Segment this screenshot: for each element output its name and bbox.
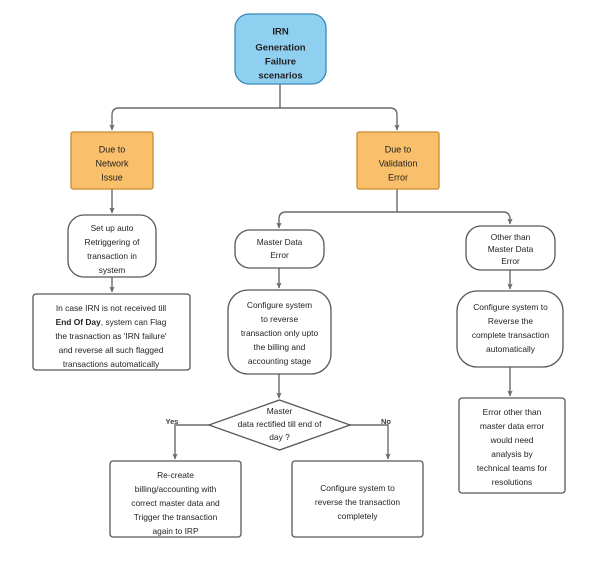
configure-upto-billing-line-5: accounting stage bbox=[248, 356, 312, 366]
node-other-than-master-data-error[interactable]: Other than Master Data Error bbox=[465, 225, 556, 271]
decision-shape bbox=[207, 399, 352, 451]
configure-upto-billing-shape bbox=[227, 289, 332, 375]
edge-split-to-other-than-master-data-error bbox=[397, 211, 513, 225]
decision-line-1: Master bbox=[267, 406, 293, 416]
edge-split-to-validation-error bbox=[280, 107, 400, 131]
master-data-error-shape bbox=[234, 229, 325, 269]
branch-label-no: No bbox=[381, 417, 391, 426]
decision-line-3: day ? bbox=[269, 432, 290, 442]
validation-error-line-1: Due to bbox=[385, 144, 412, 154]
root-line-1: IRN bbox=[272, 27, 289, 38]
recreate-billing-line-2: billing/accounting with bbox=[135, 484, 217, 494]
end-of-day-bold-run: End Of Day bbox=[56, 317, 101, 327]
root-shape bbox=[234, 13, 327, 85]
master-data-error-line-1: Master Data bbox=[257, 237, 303, 247]
node-network-issue[interactable]: Due to Network Issue bbox=[70, 131, 154, 190]
configure-reverse-complete-shape bbox=[456, 290, 564, 368]
auto-retrigger-shape bbox=[67, 214, 157, 278]
recreate-billing-line-1: Re-create bbox=[157, 470, 194, 480]
end-of-day-line-5: transactions automatically bbox=[63, 359, 160, 369]
reverse-completely-line-3: completely bbox=[337, 511, 378, 521]
root-line-2: Generation bbox=[255, 43, 305, 54]
validation-error-line-2: Validation bbox=[379, 158, 418, 168]
end-of-day-shape bbox=[32, 293, 191, 371]
other-than-master-data-error-shape bbox=[465, 225, 556, 271]
edges-layer bbox=[109, 84, 513, 460]
recreate-billing-line-4: Trigger the transaction bbox=[134, 512, 218, 522]
recreate-billing-shape bbox=[109, 460, 242, 538]
node-validation-error[interactable]: Due to Validation Error bbox=[356, 131, 440, 190]
edge-split-to-master-data-error bbox=[276, 211, 397, 229]
master-data-error-line-2: Error bbox=[270, 250, 289, 260]
configure-upto-billing-line-3: transaction only upto bbox=[241, 328, 319, 338]
reverse-completely-line-1: Configure system to bbox=[320, 483, 395, 493]
node-configure-reverse-complete[interactable]: Configure system to Reverse the complete… bbox=[456, 290, 564, 368]
configure-reverse-complete-line-4: automatically bbox=[486, 344, 536, 354]
configure-reverse-complete-line-1: Configure system to bbox=[473, 302, 548, 312]
network-issue-shape bbox=[70, 131, 154, 190]
node-recreate-billing[interactable]: Re-create billing/accounting with correc… bbox=[109, 460, 242, 538]
edge-split-to-network-issue bbox=[109, 107, 280, 131]
configure-upto-billing-line-1: Configure system bbox=[247, 300, 312, 310]
node-technical-team-analysis[interactable]: Error other than master data error would… bbox=[458, 397, 566, 494]
root-line-3: Failure bbox=[265, 57, 296, 68]
configure-reverse-complete-line-3: complete transaction bbox=[472, 330, 550, 340]
node-master-data-error[interactable]: Master Data Error bbox=[234, 229, 325, 269]
auto-retrigger-line-1: Set up auto bbox=[91, 223, 134, 233]
other-error-line-3: Error bbox=[501, 256, 520, 266]
validation-error-line-3: Error bbox=[388, 172, 408, 182]
configure-reverse-complete-line-2: Reverse the bbox=[488, 316, 533, 326]
node-end-of-day-flagging[interactable]: In case IRN is not received till End Of … bbox=[32, 293, 191, 371]
other-error-line-2: Master Data bbox=[488, 244, 534, 254]
end-of-day-line-1: In case IRN is not received till bbox=[56, 303, 166, 313]
node-configure-reverse-completely[interactable]: Configure system to reverse the transact… bbox=[291, 460, 424, 538]
technical-analysis-line-3: would need bbox=[490, 435, 534, 445]
network-issue-line-2: Network bbox=[95, 158, 129, 168]
decision-line-2: data rectified till end of bbox=[238, 419, 322, 429]
reverse-completely-shape bbox=[291, 460, 424, 538]
node-master-data-rectified-decision[interactable]: Master data rectified till end of day ? bbox=[207, 399, 352, 451]
auto-retrigger-line-2: Retriggering of bbox=[85, 237, 141, 247]
technical-analysis-line-4: analysis by bbox=[491, 449, 533, 459]
node-root[interactable]: IRN Generation Failure scenarios bbox=[234, 13, 327, 85]
network-issue-line-1: Due to bbox=[99, 144, 126, 154]
end-of-day-line-2: End Of Day, system can Flag bbox=[56, 317, 167, 327]
node-configure-reverse-upto-billing[interactable]: Configure system to reverse transaction … bbox=[227, 289, 332, 375]
configure-upto-billing-line-4: the billing and bbox=[254, 342, 306, 352]
auto-retrigger-line-3: transaction in bbox=[87, 251, 137, 261]
branch-label-yes: Yes bbox=[166, 417, 179, 426]
auto-retrigger-line-4: system bbox=[99, 265, 126, 275]
edge-decision-no-to-reverse-completely bbox=[349, 424, 391, 460]
reverse-completely-line-2: reverse the transaction bbox=[315, 497, 401, 507]
network-issue-line-3: Issue bbox=[101, 172, 123, 182]
validation-error-shape bbox=[356, 131, 440, 190]
other-error-line-1: Other than bbox=[491, 232, 531, 242]
technical-analysis-line-1: Error other than bbox=[483, 407, 542, 417]
technical-analysis-line-2: master data error bbox=[480, 421, 544, 431]
root-line-4: scenarios bbox=[258, 71, 302, 82]
end-of-day-line-2-rest: , system can Flag bbox=[101, 317, 167, 327]
technical-analysis-shape bbox=[458, 397, 566, 494]
node-auto-retrigger[interactable]: Set up auto Retriggering of transaction … bbox=[67, 214, 157, 278]
recreate-billing-line-3: correct master data and bbox=[131, 498, 220, 508]
recreate-billing-line-5: again to IRP bbox=[152, 526, 199, 536]
end-of-day-line-3: the trasnaction as 'IRN failure' bbox=[55, 331, 167, 341]
edge-decision-yes-to-recreate-billing bbox=[172, 424, 209, 460]
technical-analysis-line-5: technical teams for bbox=[477, 463, 547, 473]
configure-upto-billing-line-2: to reverse bbox=[261, 314, 299, 324]
technical-analysis-line-6: resolutions bbox=[492, 477, 533, 487]
end-of-day-line-4: and reverse all such flagged bbox=[59, 345, 164, 355]
